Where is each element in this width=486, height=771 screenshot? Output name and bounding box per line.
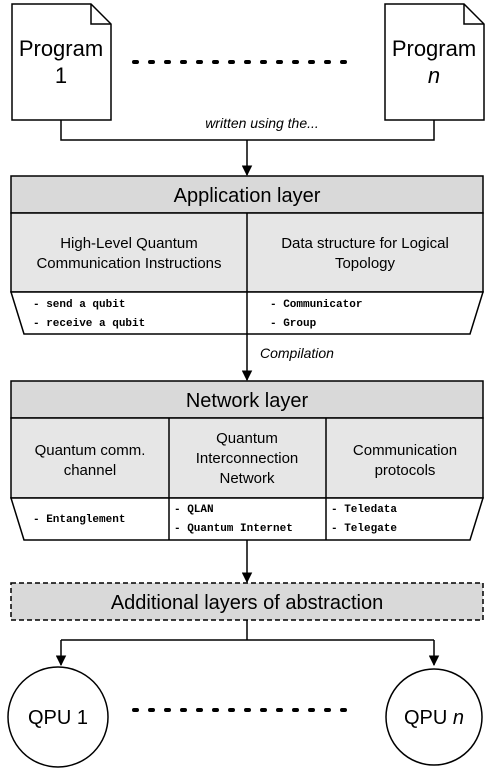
qpu-n-label: QPU n xyxy=(404,707,464,729)
app-right-item-2: - Group xyxy=(270,318,317,330)
qpu-n-prefix: QPU xyxy=(404,707,453,729)
net-col2-item-1: - QLAN xyxy=(174,504,214,516)
qpu-1-node: QPU 1 xyxy=(7,666,109,768)
additional-layers-title: Additional layers of abstraction xyxy=(111,592,383,614)
net-col2-item-2: - Quantum Internet xyxy=(174,523,293,535)
qpu-n-index: n xyxy=(453,707,464,729)
net-col1-heading-1: Quantum comm. xyxy=(35,442,146,459)
qpu-1-label: QPU 1 xyxy=(28,707,88,729)
net-col2-heading-1: Quantum xyxy=(216,430,278,447)
app-left-item-1: - send a qubit xyxy=(33,299,125,311)
network-layer-title: Network layer xyxy=(186,390,309,412)
net-col2-heading-3: Network xyxy=(219,470,275,487)
network-layer: Network layer Quantum comm. channel Quan… xyxy=(9,380,485,541)
program-1-document: Program 1 xyxy=(11,3,112,121)
program-n-document: Program n xyxy=(384,3,485,121)
net-col3-item-1: - Teledata xyxy=(331,504,397,516)
program-1-number: 1 xyxy=(55,63,67,88)
written-using-caption: written using the... xyxy=(205,115,319,131)
compilation-caption: Compilation xyxy=(260,345,334,361)
net-col2-heading-2: Interconnection xyxy=(196,450,299,467)
additional-layers-box: Additional layers of abstraction xyxy=(10,582,484,621)
net-col3-heading-1: Communication xyxy=(353,442,457,459)
net-col1-heading-2: channel xyxy=(64,462,117,479)
qpu-n-node: QPU n xyxy=(385,668,483,766)
net-col1-item-1: - Entanglement xyxy=(33,514,125,526)
app-left-heading-1: High-Level Quantum xyxy=(60,235,198,252)
net-col3-heading-2: protocols xyxy=(375,462,436,479)
program-n-number: n xyxy=(428,63,440,88)
application-layer: Application layer High-Level Quantum Com… xyxy=(9,175,485,335)
program-1-label: Program xyxy=(19,36,103,61)
app-right-heading-2: Topology xyxy=(335,255,396,272)
net-col3-item-2: - Telegate xyxy=(331,523,397,535)
app-left-heading-2: Communication Instructions xyxy=(36,255,221,272)
app-left-item-2: - receive a qubit xyxy=(33,318,145,330)
application-layer-title: Application layer xyxy=(174,185,321,207)
app-right-item-1: - Communicator xyxy=(270,299,362,311)
app-right-heading-1: Data structure for Logical xyxy=(281,235,449,252)
program-n-label: Program xyxy=(392,36,476,61)
